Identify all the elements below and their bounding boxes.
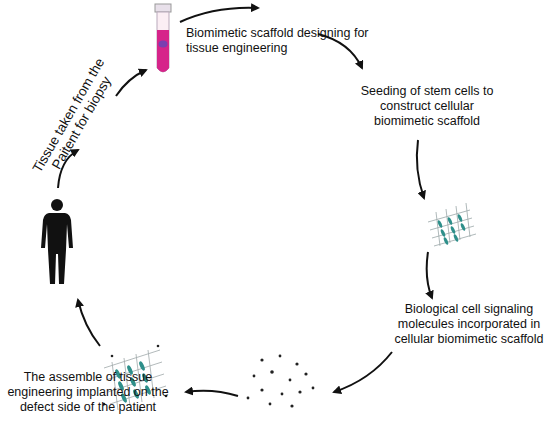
cellular-scaffold bbox=[428, 203, 476, 246]
step-label: Seeding of stem cells to construct cellu… bbox=[352, 84, 502, 129]
signaling-molecules bbox=[247, 355, 315, 408]
cycle-arrows bbox=[58, 8, 432, 396]
patient-figure bbox=[41, 199, 73, 284]
test-tube bbox=[155, 4, 171, 72]
step-label: Tissue taken from the Paitent for biopsy bbox=[20, 38, 131, 200]
step-label: Biomimetic scaffold designing for tissue… bbox=[186, 26, 386, 56]
step-label: The assemble of tissue engineering impla… bbox=[4, 370, 172, 415]
step-label: Biological cell signaling molecules inco… bbox=[390, 302, 548, 347]
